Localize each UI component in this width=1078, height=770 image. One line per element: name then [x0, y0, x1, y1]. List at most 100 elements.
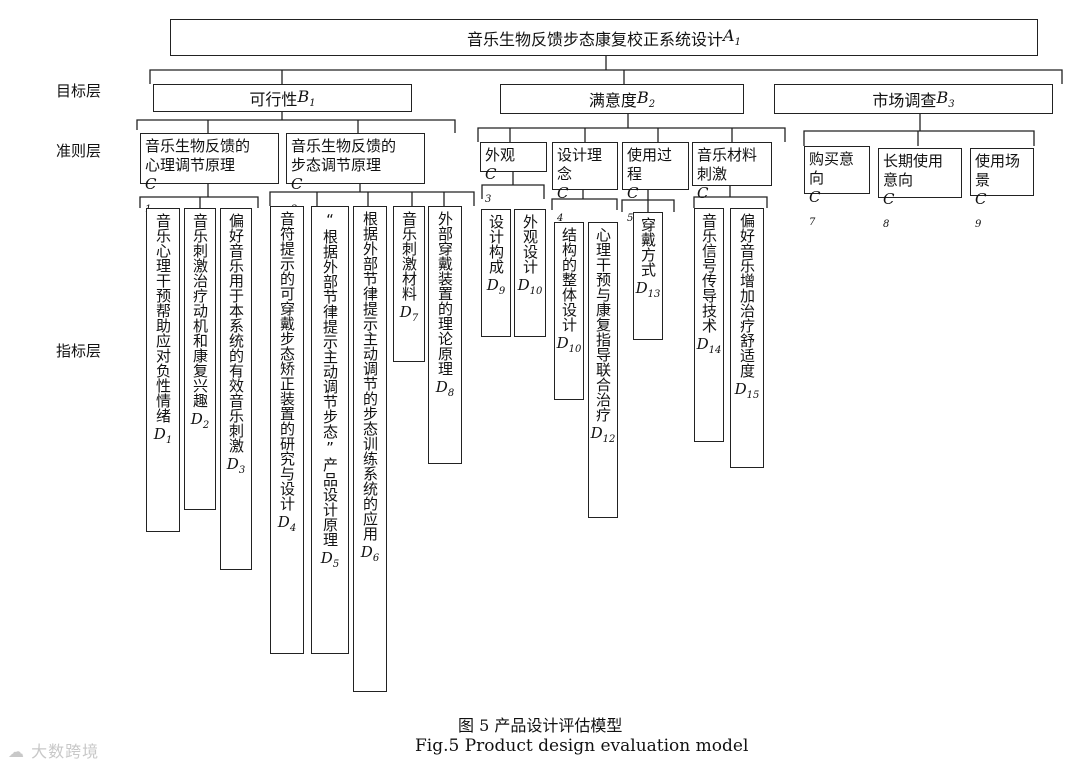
d4-sym: D [277, 513, 290, 531]
c3-sym: C [485, 165, 497, 183]
d13-sub: 13 [647, 289, 661, 300]
d5-sub: 5 [332, 559, 340, 570]
indicator-d1-box: 音乐心理干预帮助应对负性情绪 D1 [146, 208, 180, 532]
c8-line1: 长期使用 [883, 152, 944, 170]
d4-code: D4 [278, 513, 296, 538]
c4-sym: C [557, 184, 569, 202]
b1-sub: 1 [309, 98, 316, 110]
d5-sym: D [320, 549, 333, 567]
figure-caption-en: Fig.5 Product design evaluation model [415, 736, 749, 756]
d9-sym: D [486, 276, 499, 294]
c3-text: 外观 [485, 146, 516, 164]
d10b-sym: D [556, 334, 569, 352]
d14-sym: D [696, 335, 709, 353]
d10a-sym: D [517, 276, 530, 294]
c9-sym: C [975, 190, 987, 208]
root-sym: A [723, 26, 735, 46]
d10a-text: 外观设计 [521, 214, 539, 274]
d7-code: D7 [400, 303, 418, 328]
d10b-text: 结构的整体设计 [560, 227, 578, 332]
d1-text: 音乐心理干预帮助应对负性情绪 [154, 213, 172, 423]
d7-sub: 7 [411, 313, 419, 324]
level-label-index: 指标层 [56, 342, 102, 360]
b3-label: 市场调查 [872, 91, 937, 110]
c8-sym: C [883, 190, 895, 208]
d9-sub: 9 [498, 286, 506, 297]
d5-text: “根据外部节律提示主动调节步态”产品设计原理 [321, 211, 339, 547]
c2-sym: C [291, 175, 303, 193]
d1-code: D1 [154, 425, 172, 450]
c6-sym: C [697, 184, 709, 202]
d8-sub: 8 [447, 388, 455, 399]
d1-sub: 1 [165, 435, 173, 446]
c1-sym: C [145, 175, 157, 193]
b3-sub: 3 [948, 99, 955, 111]
d12-sub: 12 [602, 434, 616, 445]
c7-line1: 购买意 [809, 150, 855, 168]
d8-code: D8 [436, 378, 454, 403]
d3-sym: D [226, 455, 239, 473]
indicator-d5-box: “根据外部节律提示主动调节步态”产品设计原理 D5 [311, 206, 349, 654]
root-sub: 1 [734, 37, 741, 49]
c9-line2-text: 景 [975, 171, 991, 189]
root-goal-symbol: A1 [723, 26, 741, 48]
d6-sub: 6 [372, 553, 380, 564]
c7-sym: C [809, 188, 821, 206]
level-label-goal: 目标层 [56, 82, 102, 100]
d10b-sub: 10 [568, 344, 582, 355]
d2-text: 音乐刺激治疗动机和康复兴趣 [191, 213, 209, 408]
d9-code: D9 [487, 276, 505, 301]
b2-label: 满意度 [588, 91, 637, 110]
c7-line2-text: 向 [809, 169, 825, 187]
c6-line2-text: 刺激 [697, 165, 728, 183]
c5-sub: 5 [627, 213, 634, 224]
c2-line1: 音乐生物反馈的 [291, 137, 397, 155]
d7-text: 音乐刺激材料 [400, 211, 418, 301]
d3-sub: 3 [238, 465, 246, 476]
b1-symbol: B1 [297, 87, 315, 109]
c5-line2-text: 程 [627, 165, 643, 183]
d3-code: D3 [227, 455, 245, 480]
d8-text: 外部穿戴装置的理论原理 [436, 211, 454, 376]
d9-text: 设计构成 [487, 214, 505, 274]
c3-sub: 3 [485, 194, 492, 205]
d2-code: D2 [191, 410, 209, 435]
d3-text: 偏好音乐用于本系统的有效音乐刺激 [227, 213, 245, 453]
b2-sub: 2 [648, 99, 656, 111]
b3-symbol: B3 [936, 88, 954, 110]
criterion-c6-box: 音乐材料 刺激C6 [692, 142, 772, 224]
b2-sym: B [636, 87, 649, 107]
c8-line2-text: 意向 [883, 171, 914, 189]
b3-sym: B [936, 87, 949, 107]
d4-text: 音符提示的可穿戴步态矫正装置的研究与设计 [278, 211, 296, 511]
c5-sym: C [627, 184, 639, 202]
c1-line1: 音乐生物反馈的 [145, 137, 251, 155]
d15-sub: 15 [746, 390, 760, 401]
criterion-c2-box: 音乐生物反馈的 步态调节原理C2 [286, 133, 425, 215]
d6-sym: D [360, 543, 373, 561]
d13-sym: D [635, 279, 648, 297]
d10b-code: D10 [557, 334, 582, 359]
d12-sym: D [590, 424, 603, 442]
d10a-code: D10 [518, 276, 543, 301]
watermark: ☁ 大数跨境 [8, 738, 99, 762]
d2-sub: 2 [202, 420, 210, 431]
c5-line1: 使用过 [627, 146, 673, 164]
indicator-d10b-box: 结构的整体设计 D10 [554, 222, 584, 400]
d2-sym: D [190, 410, 203, 428]
